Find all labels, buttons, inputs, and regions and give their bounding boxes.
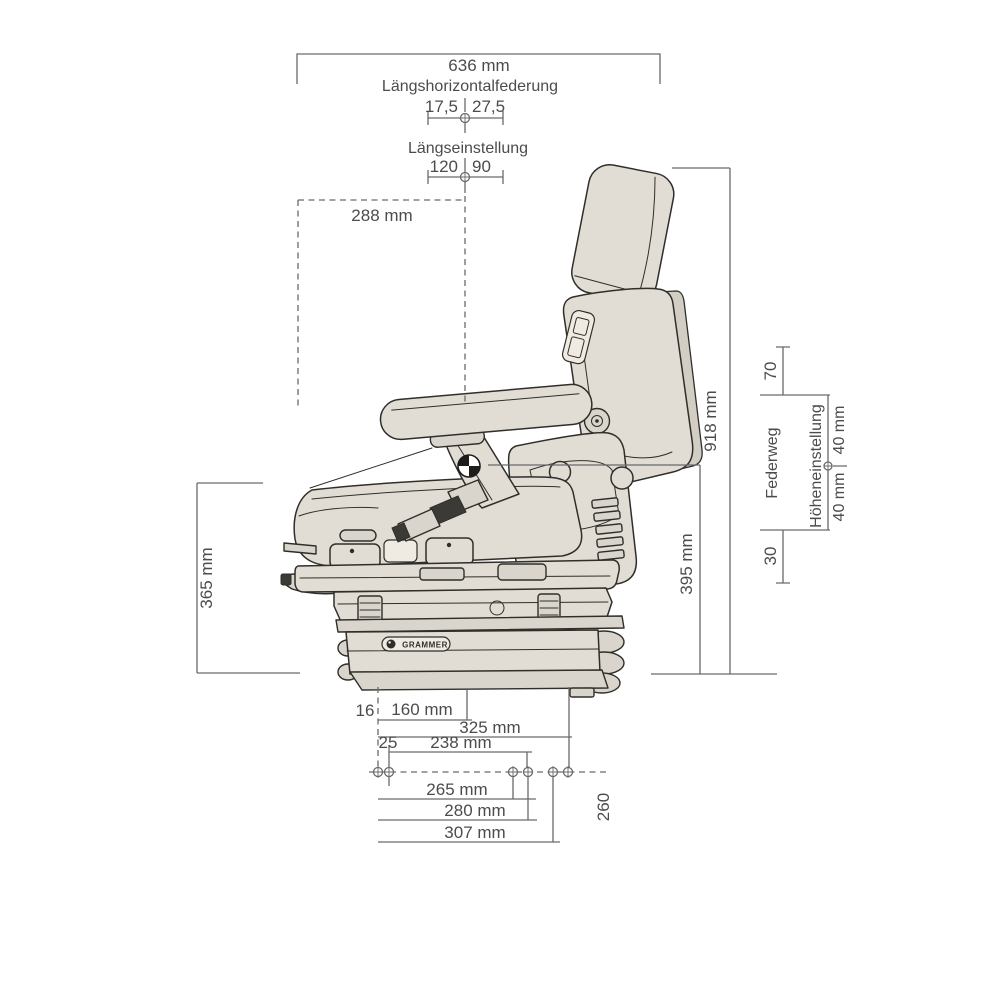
dim-width-307: 307 mm	[444, 823, 505, 842]
dim-offset-25: 25	[379, 733, 398, 752]
brand-logo-text: GRAMMER	[402, 641, 448, 650]
bellows-base: GRAMMER	[335, 615, 625, 698]
dimension-annotations: 636 mm Längshorizontalfederung 17,5 27,5…	[196, 53, 848, 843]
dim-line-918	[672, 167, 731, 674]
grammer-emblem-icon	[386, 639, 396, 649]
seat-illustration: GRAMMER	[280, 164, 703, 698]
cushion-latch-right	[425, 537, 474, 566]
val-lhf-front: 27,5	[472, 97, 505, 116]
label-laengseinstellung: Längseinstellung	[408, 140, 528, 157]
dim-height-adj-upper: 40 mm	[831, 406, 848, 455]
dim-depth-260: 260	[594, 793, 613, 821]
dim-width-265: 265 mm	[426, 780, 487, 799]
dim-line-160	[378, 690, 472, 721]
suspension	[280, 542, 620, 625]
dim-line-325	[378, 687, 572, 768]
label-laengshorizontalfederung: Längshorizontalfederung	[382, 78, 558, 95]
seat-index-point-icon	[457, 454, 481, 478]
armrest	[379, 383, 593, 448]
side-ribs	[591, 497, 625, 561]
label-hoeheneinstellung: Höheneinstellung	[808, 404, 825, 528]
label-federweg: Federweg	[764, 427, 781, 498]
headrest	[571, 164, 675, 303]
dim-overall-width: 636 mm	[448, 56, 509, 75]
dim-line-238	[388, 745, 532, 786]
cushion-vent	[339, 529, 377, 542]
dim-travel-group	[760, 346, 847, 584]
dim-overall-height: 918 mm	[701, 390, 720, 451]
val-lhf-back: 17,5	[425, 97, 458, 116]
dim-width-280: 280 mm	[444, 801, 505, 820]
dim-travel-upper: 70	[761, 362, 780, 381]
val-fore-aft-back: 120	[430, 157, 458, 176]
val-fore-aft-front: 90	[472, 157, 491, 176]
dim-sip-height: 395 mm	[677, 533, 696, 594]
mounting-hole-icon	[372, 766, 574, 778]
dim-line-636	[296, 53, 661, 84]
dim-width-160: 160 mm	[391, 700, 452, 719]
backrest-label-badge	[561, 309, 596, 365]
dim-width-325: 325 mm	[459, 718, 520, 737]
dim-line-horizontal-suspension	[427, 98, 504, 133]
dim-height-adj-lower: 40 mm	[831, 473, 848, 522]
dim-front-height: 365 mm	[197, 547, 216, 608]
brand-badge: GRAMMER	[381, 636, 451, 652]
suspension-bolt-left	[357, 595, 383, 623]
dim-box-288	[297, 196, 466, 408]
seat-belt-buckle	[391, 479, 489, 543]
dim-line-fore-aft	[427, 158, 504, 193]
dim-line-365	[196, 482, 300, 674]
dim-line-395	[488, 464, 701, 674]
dim-edge-offset: 16	[356, 701, 375, 720]
mounting-hole-axis	[369, 766, 608, 842]
cushion-pocket	[383, 539, 418, 563]
base-plate	[349, 669, 609, 691]
dim-width-238: 238 mm	[430, 733, 491, 752]
dim-backrest-depth: 288 mm	[351, 206, 412, 225]
dim-travel-lower: 30	[761, 547, 780, 566]
